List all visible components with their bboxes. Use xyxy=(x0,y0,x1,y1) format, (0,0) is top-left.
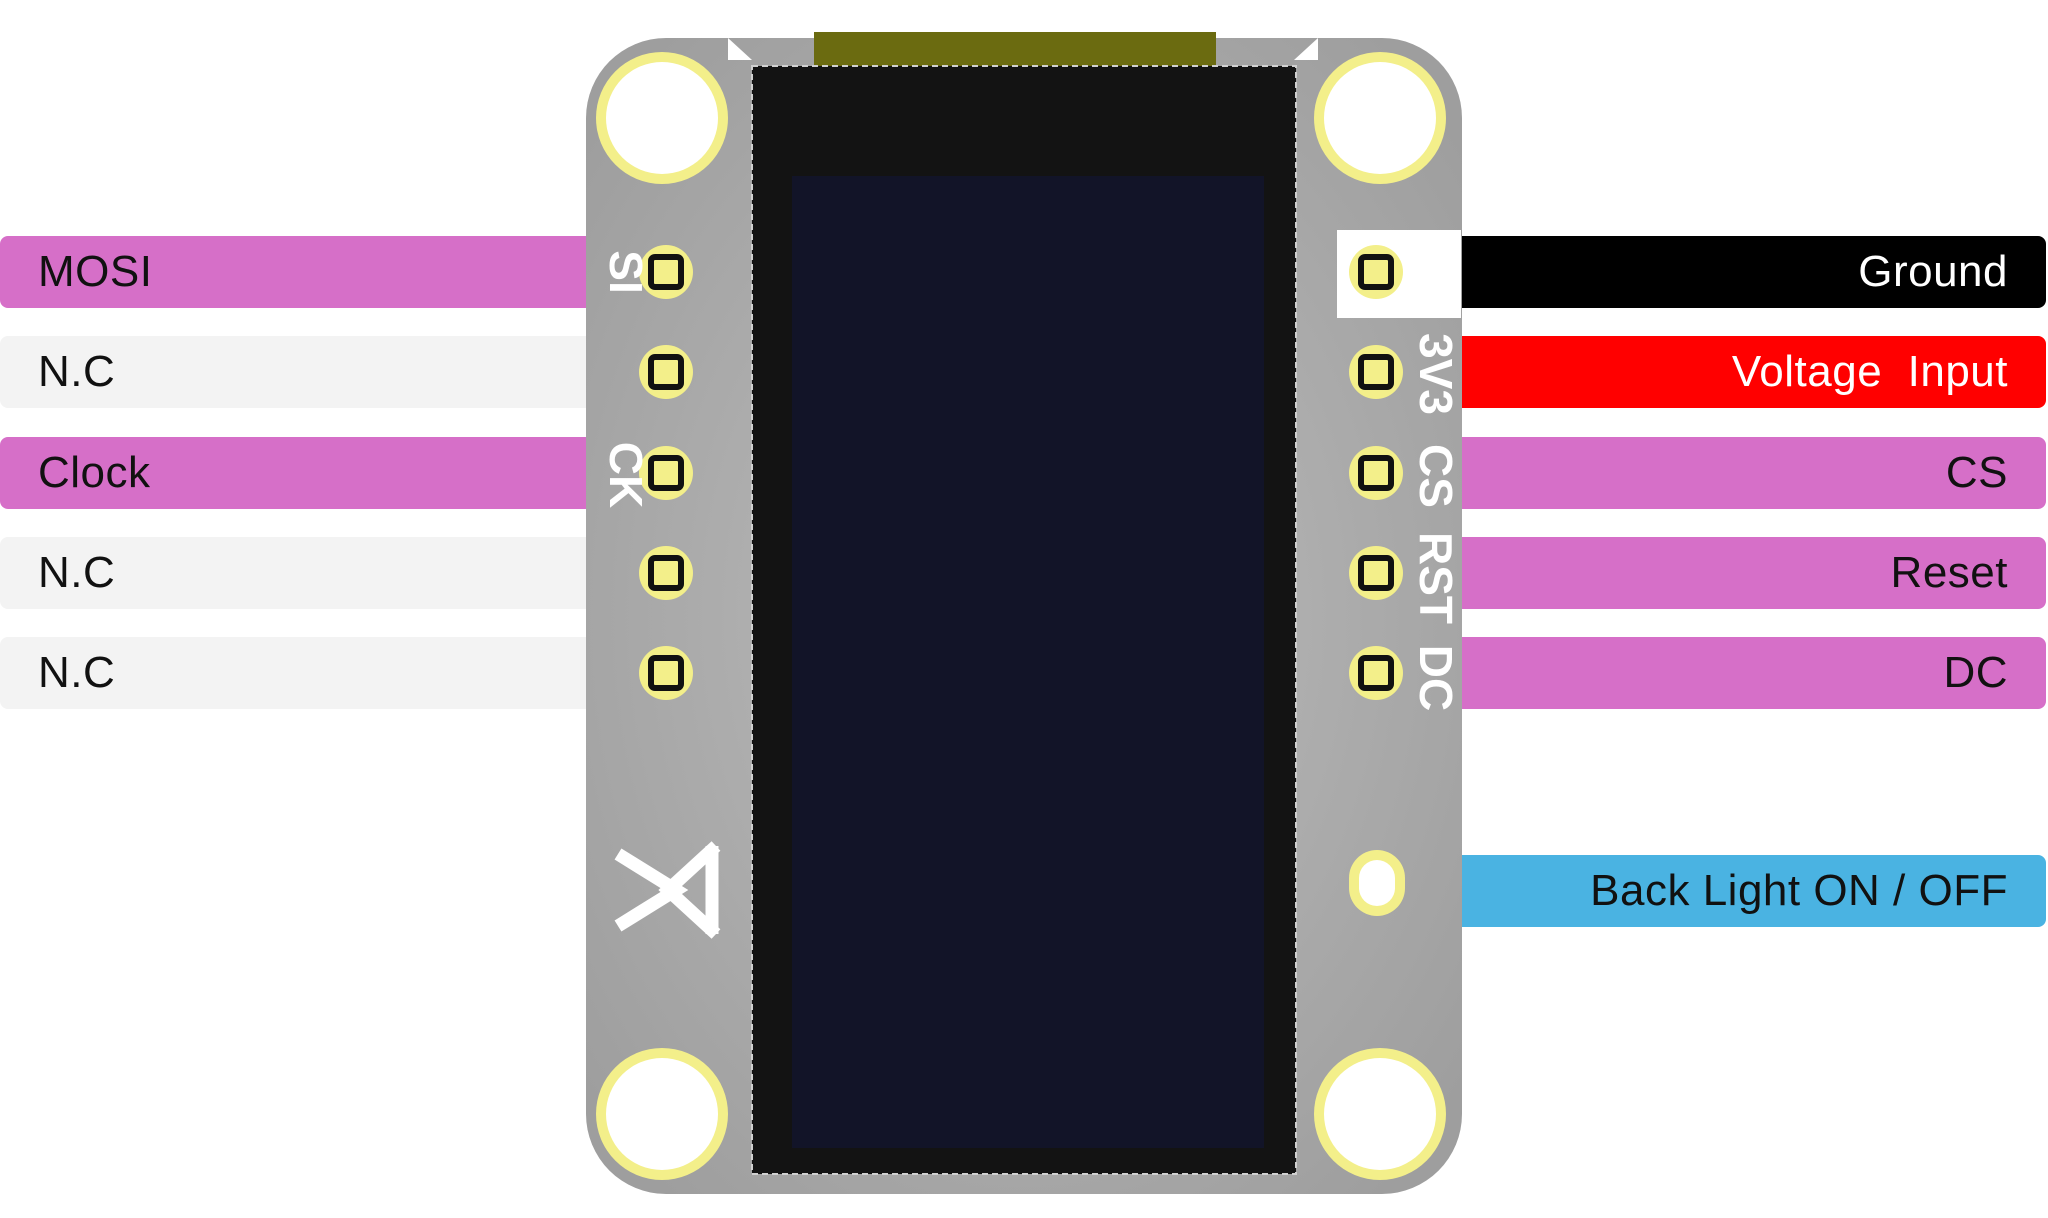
right-header-pads xyxy=(1349,245,1403,700)
left-pad-1 xyxy=(639,245,693,299)
left-label-nc-1: N.C xyxy=(0,336,600,408)
right-pad-3 xyxy=(1349,446,1403,500)
left-pad-2 xyxy=(639,345,693,399)
right-label-text: DC xyxy=(1943,648,2008,697)
right-label-dc: DC xyxy=(1440,637,2046,709)
right-label-reset: Reset xyxy=(1440,537,2046,609)
mounting-hole-bottom-right xyxy=(1314,1048,1446,1180)
silk-g: G xyxy=(1410,256,1462,292)
mounting-hole-top-right xyxy=(1314,52,1446,184)
right-label-ground: Ground xyxy=(1440,236,2046,308)
silk-rst: RST xyxy=(1410,532,1462,624)
left-label-text: N.C xyxy=(38,648,116,697)
mounting-hole-bottom-left xyxy=(596,1048,728,1180)
right-label-text: Back Light ON / OFF xyxy=(1590,866,2008,915)
right-label-text: Reset xyxy=(1890,548,2008,597)
left-header-pads xyxy=(639,245,693,700)
right-label-voltage-input: Voltage Input xyxy=(1440,336,2046,408)
left-label-text: N.C xyxy=(38,347,116,396)
right-pad-5 xyxy=(1349,646,1403,700)
left-pad-5 xyxy=(639,646,693,700)
left-label-clock: Clock xyxy=(0,437,600,509)
right-silkscreen: G 3V3 CS RST DC xyxy=(1410,256,1462,711)
silk-cs: CS xyxy=(1410,444,1462,508)
left-label-text: N.C xyxy=(38,548,116,597)
left-silkscreen: SI CK xyxy=(600,250,652,508)
left-label-text: Clock xyxy=(38,448,151,497)
silk-dc: DC xyxy=(1410,645,1462,711)
left-label-text: MOSI xyxy=(38,247,153,296)
silk-si: SI xyxy=(600,250,652,293)
mounting-hole-top-left xyxy=(596,52,728,184)
right-label-backlight: Back Light ON / OFF xyxy=(1440,855,2046,927)
display-flex-connector xyxy=(814,32,1216,70)
right-label-text: Ground xyxy=(1858,247,2008,296)
right-pad-1 xyxy=(1349,245,1403,299)
backlight-pad xyxy=(1349,850,1405,916)
screen-active-area xyxy=(792,176,1264,1148)
right-label-text: CS xyxy=(1945,448,2008,497)
left-label-mosi: MOSI xyxy=(0,236,600,308)
right-pad-2 xyxy=(1349,345,1403,399)
right-label-text: Voltage Input xyxy=(1731,347,2008,396)
m-logo-icon xyxy=(614,841,721,939)
pcb-notch-left xyxy=(728,38,752,60)
silk-ck: CK xyxy=(600,442,652,508)
right-pad-4 xyxy=(1349,546,1403,600)
left-pad-4 xyxy=(639,546,693,600)
left-label-nc-3: N.C xyxy=(0,637,600,709)
pcb-notch-right xyxy=(1294,38,1318,60)
right-label-cs: CS xyxy=(1440,437,2046,509)
silk-3v3: 3V3 xyxy=(1410,333,1462,415)
left-pad-3 xyxy=(639,446,693,500)
left-label-nc-2: N.C xyxy=(0,537,600,609)
